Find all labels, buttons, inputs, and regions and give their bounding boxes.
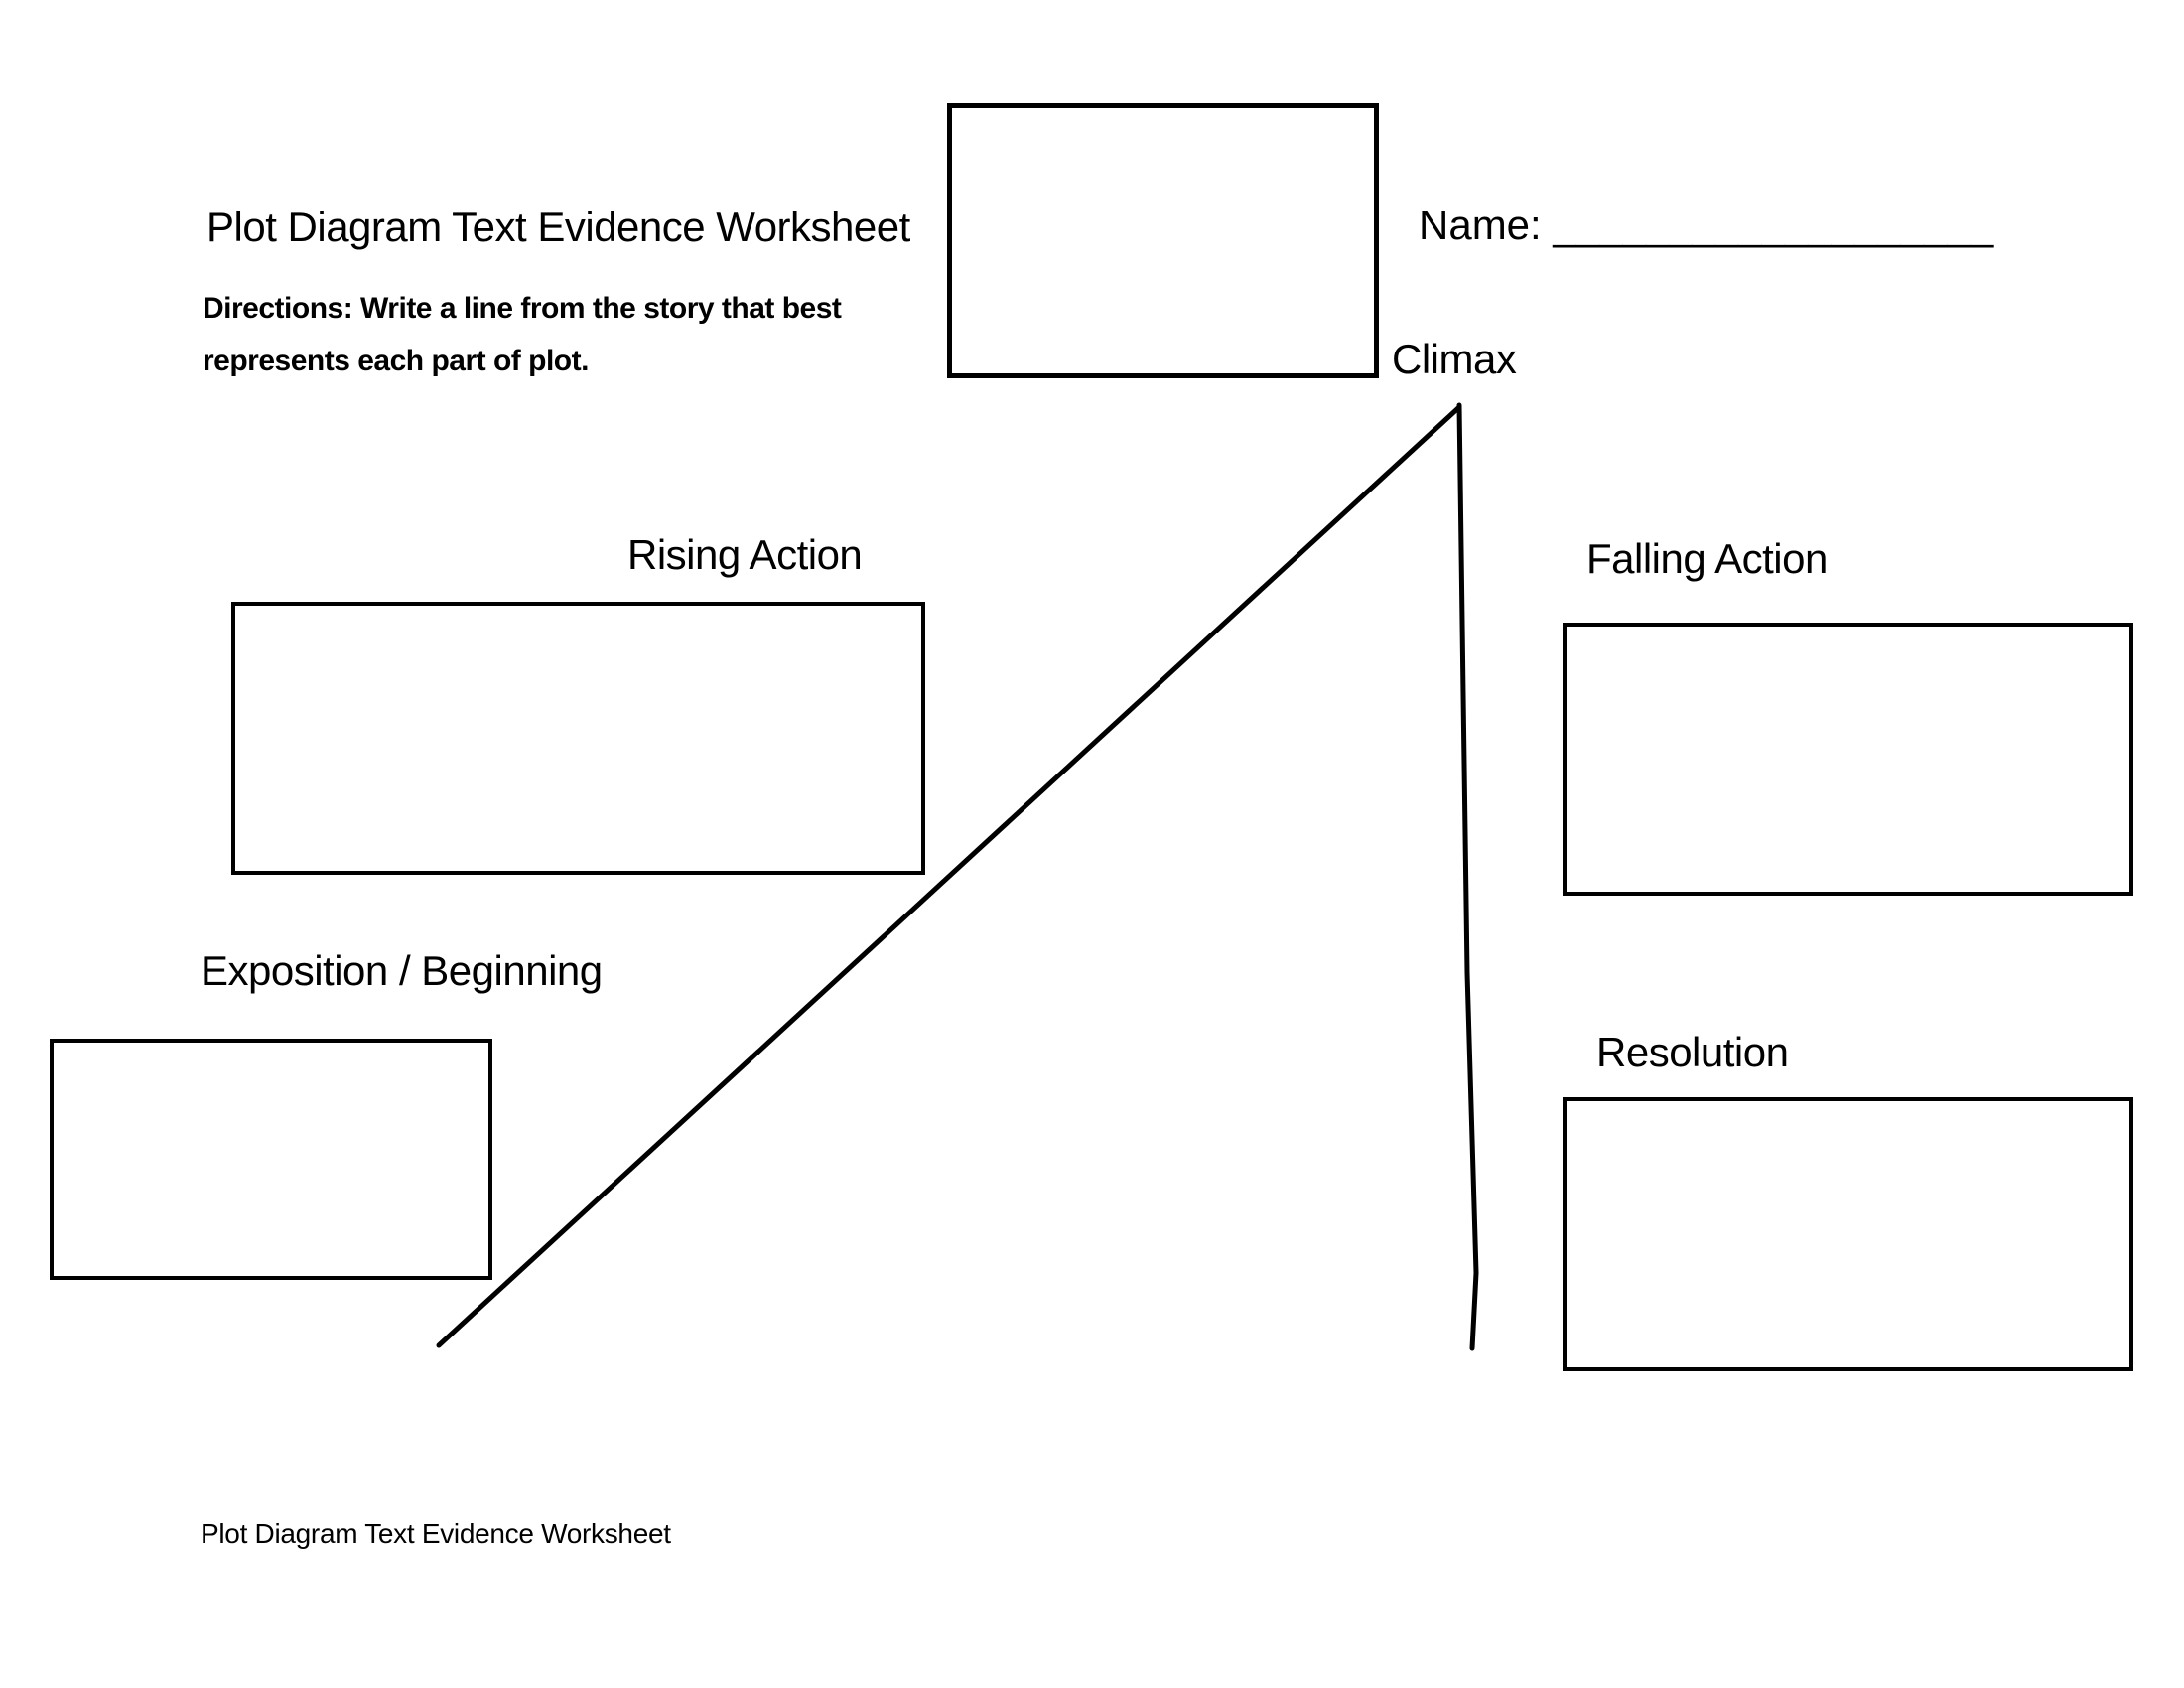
falling-action-label: Falling Action [1586,535,1828,582]
footer-text: Plot Diagram Text Evidence Worksheet [201,1518,671,1549]
name-row: Name: ___________________ [1419,205,1993,246]
exposition-beginning-label: Exposition / Beginning [201,947,603,994]
climax-answer-box[interactable] [947,103,1379,378]
name-label: Name: [1419,202,1542,248]
resolution-label: Resolution [1596,1029,1789,1075]
falling-action-answer-box[interactable] [1563,623,2133,896]
resolution-answer-box[interactable] [1563,1097,2133,1371]
name-blank-line[interactable]: ___________________ [1553,202,1994,248]
rising-action-label: Rising Action [627,531,863,578]
directions-line-2: represents each part of plot. [203,345,589,377]
page-title: Plot Diagram Text Evidence Worksheet [206,204,910,250]
exposition-answer-box[interactable] [50,1039,492,1280]
climax-label: Climax [1392,336,1517,382]
rising-action-line [436,404,1462,1348]
directions-line-1: Directions: Write a line from the story … [203,292,842,325]
rising-action-answer-box[interactable] [231,602,925,875]
falling-action-line [1456,402,1479,1351]
